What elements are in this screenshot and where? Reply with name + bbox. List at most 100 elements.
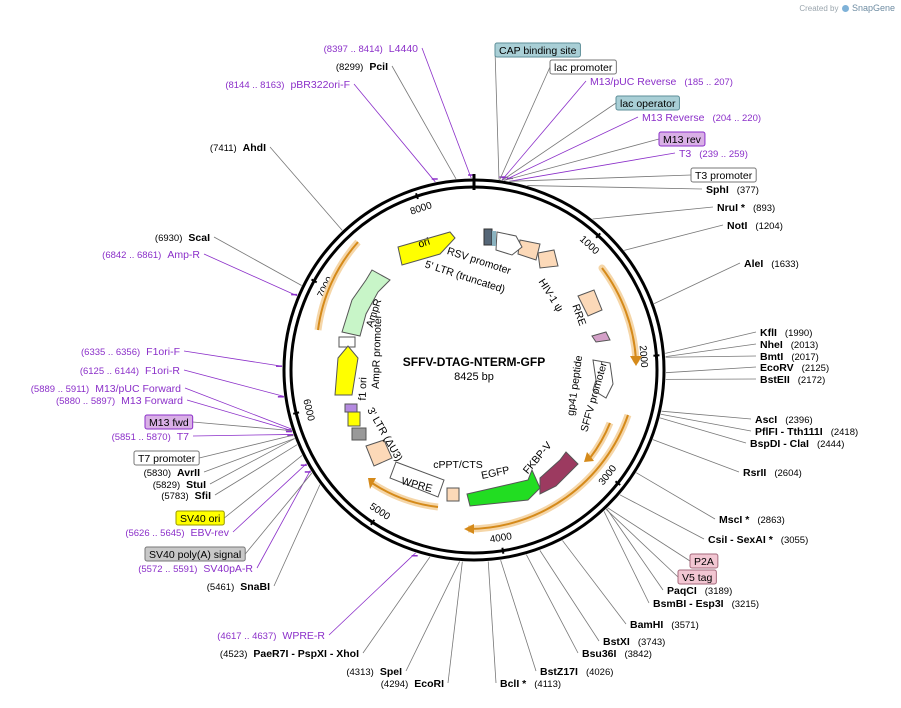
feature-leader [245,473,312,554]
enzyme-site[interactable]: BsmBI - Esp3I(3215) [653,598,759,610]
enzyme-site[interactable]: CsiI - SexAI *(3055) [708,534,808,546]
enzyme-leader [501,560,536,671]
enzyme-site[interactable]: BstEII(2172) [760,374,825,386]
feature-leader [608,508,690,561]
primer-site[interactable]: EBV-rev(5626 .. 5645) [125,527,229,539]
primer-site[interactable]: M13 Reverse(204 .. 220) [642,112,761,124]
enzyme-site[interactable]: SpeI(4313) [346,666,402,678]
feature-label-box[interactable]: CAP binding site [495,43,580,57]
feature-label: T7 promoter [138,453,196,465]
enzyme-site[interactable]: AhdI(7411) [210,142,266,154]
enzyme-site[interactable]: AleI(1633) [744,258,799,270]
enzyme-site[interactable]: PaeR7I - PspXI - XhoI(4523) [220,648,359,660]
feature-label-box[interactable]: SV40 ori [176,511,224,525]
primer-position: (6125 .. 6144) [80,366,139,377]
primer-site[interactable]: T7(5851 .. 5870) [112,431,190,443]
feature-label-box[interactable]: lac promoter [550,60,616,74]
primer-site[interactable]: F1ori-R(6125 .. 6144) [80,365,181,377]
enzyme-site[interactable]: BstXI(3743) [603,636,665,648]
enzyme-site[interactable]: ScaI(6930) [155,232,210,244]
enzyme-site[interactable]: NheI(2013) [760,339,818,351]
feature-label-box[interactable]: M13 fwd [145,415,193,429]
enzyme-site[interactable]: StuI(5829) [153,479,206,491]
primer-site[interactable]: F1ori-F (6335 .. 6356) [81,346,180,358]
feature-label-box[interactable]: V5 tag [678,570,716,584]
enzyme-site[interactable]: SphI(377) [706,184,759,196]
primer-site[interactable]: L4440(8397 .. 8414) [324,43,419,55]
primer-position: (5851 .. 5870) [112,432,171,443]
enzyme-leader [661,414,751,431]
enzyme-leader [527,186,702,189]
enzyme-leader [488,561,496,683]
enzyme-site[interactable]: NotI(1204) [727,220,783,232]
enzyme-site[interactable]: BspDI - ClaI(2444) [750,438,844,450]
enzyme-site[interactable]: NruI *(893) [717,202,775,214]
enzyme-leader [270,147,342,230]
enzyme-position: (3842) [624,649,651,660]
enzyme-name: NruI * [717,202,746,214]
enzyme-name: StuI [186,479,206,491]
credit-text: Created by [799,4,838,13]
enzyme-site[interactable]: Bsu36I (3842) [582,648,652,660]
enzyme-site[interactable]: BstZ17I(4026) [540,666,613,678]
feature-label-box[interactable]: P2A [690,554,718,568]
primer-name: EBV-rev [190,527,229,539]
enzyme-site[interactable]: EcoRI(4294) [381,678,444,690]
feature-label-box[interactable]: SV40 poly(A) signal [145,547,245,561]
feature-label: T3 promoter [695,170,753,182]
feature-label-box[interactable]: M13 rev [659,132,705,146]
plasmid-length: 8425 bp [454,371,494,383]
feature-label-box[interactable]: T3 promoter [691,168,756,182]
primer-site[interactable]: M13 Forward(5880 .. 5897) [56,395,183,407]
enzyme-name: BstZ17I [540,666,578,678]
primer-position: (5572 .. 5591) [138,564,197,575]
primer-site[interactable]: SV40pA-R(5572 .. 5591) [138,563,253,575]
enzyme-site[interactable]: PaqCI (3189) [667,585,732,597]
enzyme-site[interactable]: RsrII(2604) [743,467,802,479]
enzyme-position: (377) [737,185,759,196]
enzyme-position: (1633) [771,259,798,270]
enzyme-name: PflFI - Tth111I [755,426,823,438]
enzyme-site[interactable]: BamHI(3571) [630,619,699,631]
enzyme-name: PaqCI [667,585,697,597]
primer-site[interactable]: M13/pUC Reverse(185 .. 207) [590,76,733,88]
inner-feature-label: f1 ori [357,377,370,401]
primer-site[interactable]: T3(239 .. 259) [679,148,748,160]
enzyme-position: (5461) [207,582,234,593]
feature-label-box[interactable]: T7 promoter [134,451,199,465]
enzyme-position: (3189) [705,586,732,597]
enzyme-site[interactable]: BclI *(4113) [500,678,561,690]
enzyme-site[interactable]: AscI(2396) [755,414,813,426]
enzyme-site[interactable]: SfiI(5783) [161,490,211,502]
enzyme-site[interactable]: AvrII(5830) [144,467,201,479]
primer-site[interactable]: pBR322ori-F(8144 .. 8163) [225,79,350,91]
enzyme-site[interactable]: SnaBI(5461) [207,581,270,593]
feature-label: M13 fwd [149,417,189,429]
enzyme-name: CsiI - SexAI * [708,534,774,546]
primer-name: M13 Reverse [642,112,705,124]
inner-feature-label: gp41 peptide [565,355,585,417]
enzyme-site[interactable]: EcoRV(2125) [760,362,829,374]
primer-site[interactable]: WPRE-R(4617 .. 4637) [217,630,325,642]
enzyme-name: Bsu36I [582,648,617,660]
primer-position: (6335 .. 6356) [81,347,140,358]
feature-lac-operator-mark [492,231,496,246]
enzyme-leader [666,356,756,357]
primer-name: F1ori-F [146,346,180,358]
primer-name: M13/pUC Forward [95,383,181,395]
enzyme-site[interactable]: KflI(1990) [760,327,812,339]
orf-arc-top-right [602,268,636,360]
enzyme-leader [653,440,739,472]
feature-label-box[interactable]: lac operator [616,96,679,110]
enzyme-leader [593,207,713,219]
enzyme-site[interactable]: MscI *(2863) [719,514,785,526]
primer-site[interactable]: Amp-R(6842 .. 6861) [102,249,200,261]
feature-label: M13 rev [663,134,702,146]
enzyme-site[interactable]: PflFI - Tth111I(2418) [755,426,858,438]
bp-tick-label: 6000 [300,398,316,423]
primer-position: (4617 .. 4637) [217,631,276,642]
feature-cppt [447,488,459,501]
primer-site[interactable]: M13/pUC Forward(5889 .. 5911) [31,383,181,395]
enzyme-site[interactable]: PciI(8299) [336,61,388,73]
